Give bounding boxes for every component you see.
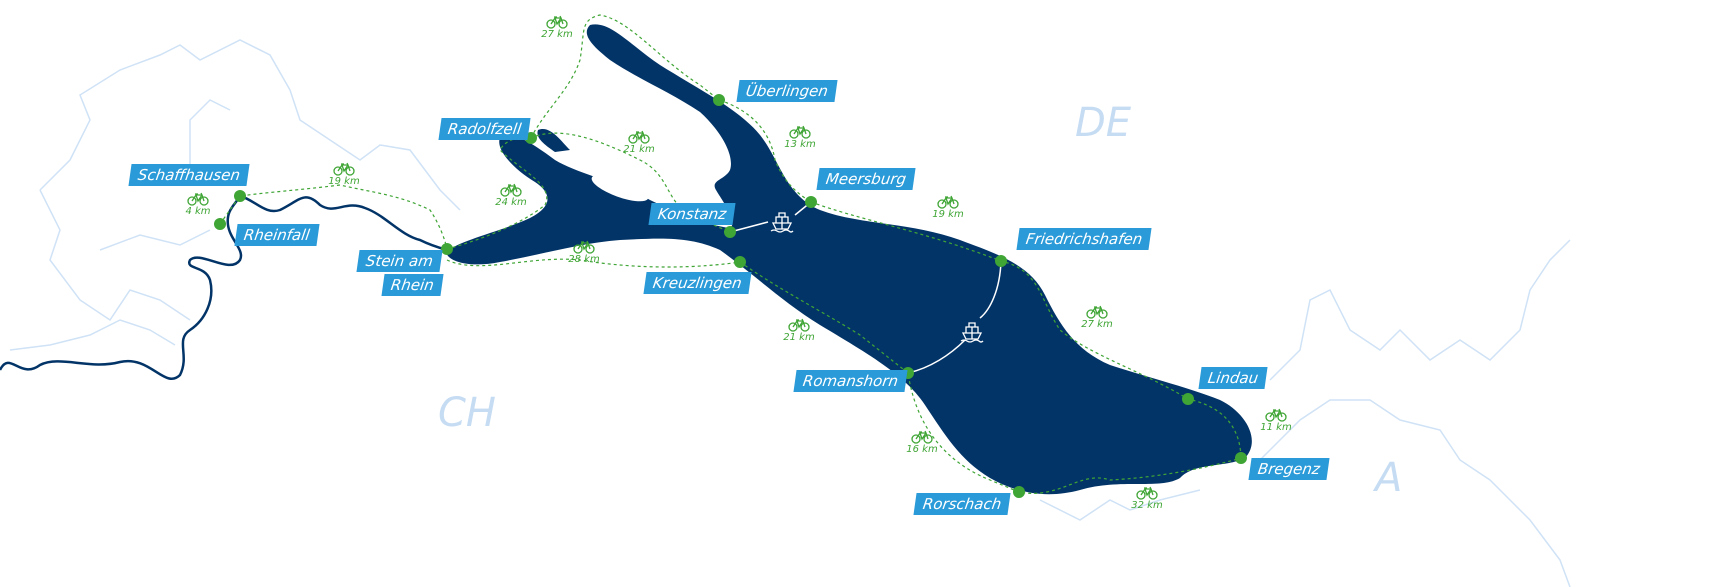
city-dot-meersburg[interactable]	[805, 196, 817, 208]
city-name: Überlingen	[744, 82, 830, 100]
bicycle-icon	[1254, 408, 1298, 422]
country-label-de: DE	[1075, 100, 1132, 146]
bike-segment-radolfzell-konstanz: 21 km	[617, 130, 661, 155]
bike-segment-rheinfall-schaffhausen: 4 km	[176, 192, 220, 217]
bicycle-icon	[176, 192, 220, 206]
city-dot-konstanz[interactable]	[724, 226, 736, 238]
ferry-ships	[770, 212, 984, 343]
city-name: Stein am	[364, 252, 435, 270]
bicycle-icon	[1075, 305, 1119, 319]
bike-segment-meersburg-friedrichshafen: 19 km	[926, 195, 970, 220]
distance-label: 28 km	[568, 254, 600, 265]
city-name: Rorschach	[921, 495, 1003, 513]
distance-label: 21 km	[623, 144, 655, 155]
city-label-stein[interactable]: Stein am	[356, 250, 443, 272]
city-dot-rheinfall[interactable]	[214, 218, 226, 230]
city-name: Romanshorn	[801, 372, 900, 390]
city-label-meersburg[interactable]: Meersburg	[816, 168, 916, 190]
distance-label: 32 km	[1131, 500, 1163, 511]
bicycle-icon	[617, 130, 661, 144]
lake-finger	[537, 129, 570, 152]
city-label-ueberlingen[interactable]: Überlingen	[736, 80, 838, 102]
city-dot-stein[interactable]	[441, 243, 453, 255]
island	[591, 174, 649, 202]
city-label-friedrichshafen[interactable]: Friedrichshafen	[1016, 228, 1152, 250]
city-dot-bregenz[interactable]	[1235, 452, 1247, 464]
bicycle-icon	[535, 15, 579, 29]
city-name: Meersburg	[824, 170, 908, 188]
city-label-schaffhausen[interactable]: Schaffhausen	[128, 164, 250, 186]
bike-segment-friedrichshafen-lindau: 27 km	[1075, 305, 1119, 330]
city-label-lindau[interactable]: Lindau	[1198, 367, 1268, 389]
city-dot-ueberlingen[interactable]	[713, 94, 725, 106]
lake	[446, 24, 1252, 495]
country-label-a: A	[1375, 455, 1403, 501]
bicycle-icon	[778, 125, 822, 139]
city-label-romanshorn[interactable]: Romanshorn	[793, 370, 908, 392]
country-label-ch: CH	[438, 390, 497, 436]
bike-segment-schaffhausen-stein: 19 km	[322, 162, 366, 187]
city-label-konstanz[interactable]: Konstanz	[648, 203, 736, 225]
city-label-bregenz[interactable]: Bregenz	[1248, 458, 1330, 480]
city-name: Lindau	[1206, 369, 1260, 387]
city-dot-schaffhausen[interactable]	[234, 190, 246, 202]
distance-label: 4 km	[185, 206, 211, 217]
city-label-stein-line2[interactable]: Rhein	[381, 274, 444, 296]
bike-routes	[219, 14, 1242, 494]
bicycle-icon	[777, 318, 821, 332]
bicycle-icon	[1125, 486, 1169, 500]
bike-segment-radolfzell-ueberlingen: 27 km	[535, 15, 579, 40]
ship-icon	[960, 322, 984, 343]
distance-label: 16 km	[906, 444, 938, 455]
distance-label: 27 km	[1081, 319, 1113, 330]
bike-segment-stein-kreuzlingen: 28 km	[562, 240, 606, 265]
bike-segment-ueberlingen-meersburg: 13 km	[778, 125, 822, 150]
bike-segment-rorschach-bregenz: 32 km	[1125, 486, 1169, 511]
city-label-rheinfall[interactable]: Rheinfall	[234, 224, 320, 246]
city-name: Rhein	[389, 276, 436, 294]
bicycle-icon	[322, 162, 366, 176]
distance-label: 19 km	[328, 176, 360, 187]
city-dot-friedrichshafen[interactable]	[995, 255, 1007, 267]
bicycle-icon	[900, 430, 944, 444]
city-dot-kreuzlingen[interactable]	[734, 256, 746, 268]
city-name: Schaffhausen	[136, 166, 242, 184]
bicycle-icon	[489, 183, 533, 197]
city-name: Friedrichshafen	[1024, 230, 1144, 248]
city-dots	[214, 94, 1247, 498]
distance-label: 11 km	[1260, 422, 1292, 433]
bike-segment-romanshorn-rorschach: 16 km	[900, 430, 944, 455]
bike-segment-stein-radolfzell: 24 km	[489, 183, 533, 208]
city-label-rorschach[interactable]: Rorschach	[913, 493, 1011, 515]
bike-segment-kreuzlingen-romanshorn: 21 km	[777, 318, 821, 343]
distance-label: 27 km	[541, 29, 573, 40]
bicycle-icon	[926, 195, 970, 209]
distance-label: 19 km	[932, 209, 964, 220]
distance-label: 24 km	[495, 197, 527, 208]
city-name: Kreuzlingen	[651, 274, 743, 292]
city-name: Konstanz	[656, 205, 728, 223]
city-name: Rheinfall	[242, 226, 311, 244]
rhine-river	[0, 194, 448, 380]
bicycle-icon	[562, 240, 606, 254]
city-label-kreuzlingen[interactable]: Kreuzlingen	[643, 272, 752, 294]
city-dot-rorschach[interactable]	[1013, 486, 1025, 498]
distance-label: 13 km	[784, 139, 816, 150]
distance-label: 21 km	[783, 332, 815, 343]
city-name: Bregenz	[1256, 460, 1322, 478]
ship-icon	[770, 212, 794, 233]
country-borders	[9, 39, 1571, 587]
city-name: Radolfzell	[446, 120, 523, 138]
city-dot-lindau[interactable]	[1182, 393, 1194, 405]
bike-segment-lindau-bregenz: 11 km	[1254, 408, 1298, 433]
city-label-radolfzell[interactable]: Radolfzell	[438, 118, 531, 140]
